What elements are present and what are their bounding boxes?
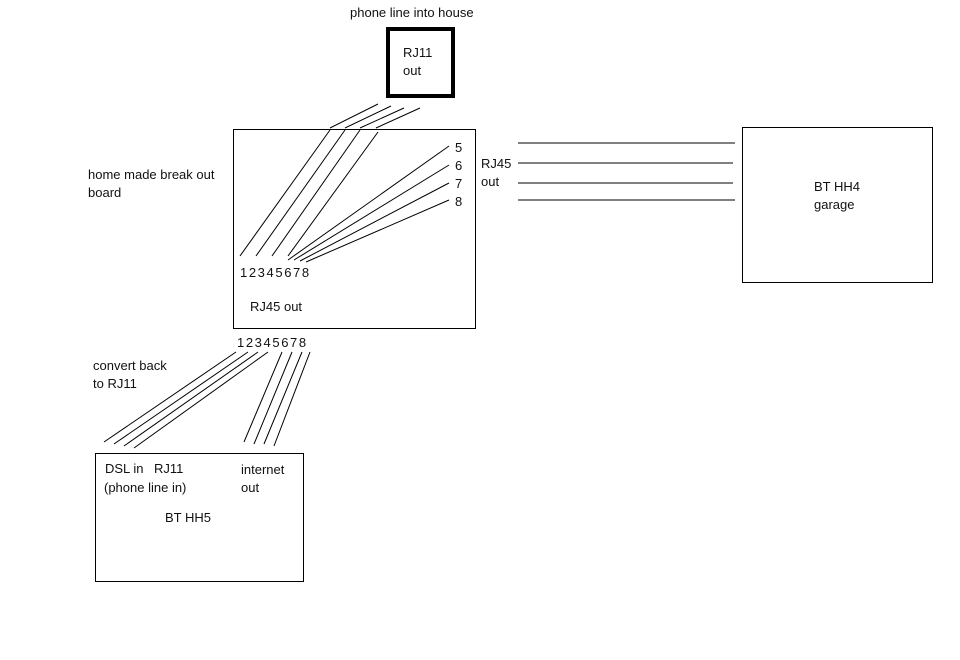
hh5-label: BT HH5	[165, 510, 211, 525]
wire-internet-2	[253, 351, 293, 445]
bt-hh4-box	[742, 127, 933, 283]
wire-pin-7	[299, 182, 450, 262]
convert-label-2: to RJ11	[93, 376, 137, 391]
rj11-out-box	[386, 27, 455, 98]
rj11-label: RJ11	[403, 45, 433, 60]
wire-board-4	[287, 131, 379, 257]
wire-rj11-1	[329, 103, 379, 129]
rj11-out-label: out	[403, 63, 422, 78]
pin-6-label: 6	[455, 158, 463, 173]
wire-rj11-2	[344, 105, 392, 129]
internet-label-2: out	[241, 480, 260, 495]
wire-rj11-4	[375, 107, 421, 129]
breakout-board-box	[233, 129, 476, 329]
phone-line-label: phone line into house	[350, 5, 474, 20]
wire-board-2	[255, 129, 346, 257]
wire-pin-6	[293, 164, 450, 261]
breakout-label-1: home made break out	[88, 167, 215, 182]
wire-internet-3	[263, 351, 303, 445]
dsl-in-label: DSL in	[105, 461, 144, 476]
internet-label-1: internet	[241, 462, 285, 477]
pin-7-label: 7	[455, 176, 463, 191]
wire-rj11-3	[359, 107, 405, 129]
breakout-label-2: board	[88, 185, 122, 200]
wire-pin-8	[305, 199, 450, 263]
pin-8-label: 8	[455, 194, 463, 209]
wire-internet-4	[273, 351, 311, 447]
rj45-inner-label: RJ45 out	[250, 299, 303, 314]
pins-bottom-label: 1 2 3 4 5 6 7 8	[237, 335, 306, 350]
rj11-hh5-label: RJ11	[154, 461, 184, 476]
wire-dsl-3	[123, 351, 259, 447]
wire-pin-5	[287, 145, 450, 261]
rj45-right-label-2: out	[481, 174, 500, 189]
wire-dsl-1	[103, 351, 237, 443]
pin-5-label: 5	[455, 140, 463, 155]
phone-line-in-label: (phone line in)	[104, 480, 187, 495]
wire-board-1	[239, 129, 331, 257]
wire-board-3	[271, 129, 361, 257]
hh4-label-1: BT HH4	[814, 179, 860, 194]
hh4-label-2: garage	[814, 197, 855, 212]
pins-inner-label: 1 2 3 4 5 6 7 8	[240, 265, 309, 280]
rj45-right-label-1: RJ45	[481, 156, 512, 171]
convert-label-1: convert back	[93, 358, 167, 373]
wire-dsl-2	[113, 351, 249, 445]
wire-internet-1	[243, 351, 283, 443]
wire-dsl-4	[133, 351, 269, 449]
bt-hh5-box	[95, 453, 304, 582]
